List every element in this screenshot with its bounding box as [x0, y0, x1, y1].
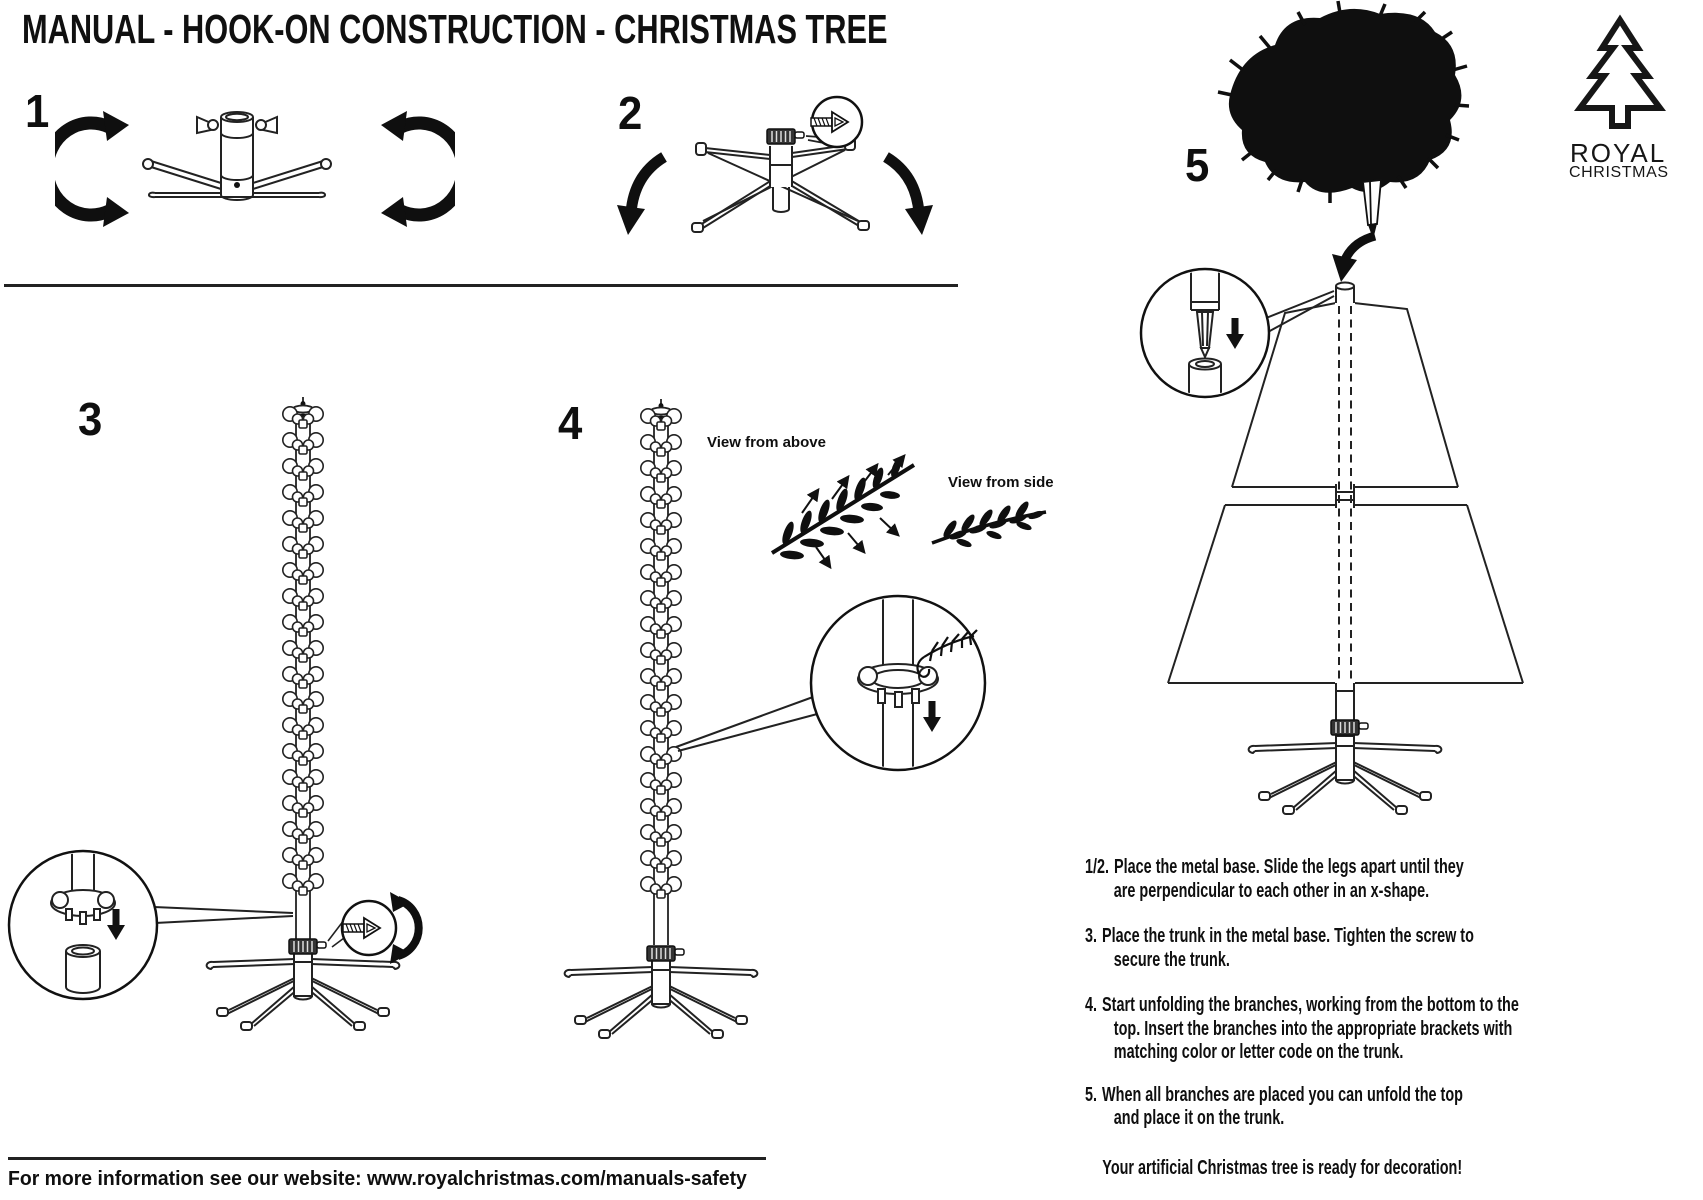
- page-title: MANUAL - HOOK-ON CONSTRUCTION - CHRISTMA…: [22, 6, 888, 52]
- screw-collar: [288, 938, 327, 955]
- section-divider: [4, 284, 958, 287]
- metal-base: [563, 959, 759, 1039]
- rotate-arrow-icon: [390, 892, 423, 964]
- instruction-text: matching color or letter code on the tru…: [1113, 1041, 1404, 1063]
- royal-christmas-tree-logo-icon: [1574, 14, 1666, 129]
- step2-diagram-unfolded-base: [617, 95, 933, 235]
- rotate-arrow-left-icon: [55, 111, 129, 227]
- instruction-text: secure the trunk.: [1113, 948, 1230, 971]
- step5-diagram-assembled-tree: [1139, 0, 1524, 815]
- step3-diagram-trunk-into-base: [7, 397, 423, 1031]
- callout-taper: [1265, 290, 1335, 333]
- metal-base: [205, 951, 401, 1031]
- instruction-text: Start unfolding the branches, working fr…: [1102, 994, 1519, 1016]
- tree-top-pin: [1362, 178, 1382, 240]
- instruction-text: top. Insert the branches into the approp…: [1113, 1017, 1513, 1040]
- instruction-number: 4.: [1085, 994, 1098, 1016]
- magnifier-screw-icon: [805, 95, 864, 149]
- step4-number: 4: [558, 397, 583, 449]
- down-arrow-left-icon: [617, 152, 668, 235]
- down-arrow-curved-icon: [1332, 231, 1377, 282]
- closing-line: Your artificial Christmas tree is ready …: [1102, 1156, 1463, 1179]
- down-arrow-right-icon: [882, 152, 933, 235]
- instruction-item-4: 4.Start unfolding the branches, working …: [1085, 994, 1546, 1065]
- screw-collar: [646, 945, 685, 962]
- instruction-text: When all branches are placed you can unf…: [1102, 1083, 1463, 1106]
- step1-diagram-folded-base: [55, 111, 455, 227]
- step3-number: 3: [78, 393, 103, 445]
- metal-base: [1247, 735, 1443, 815]
- branch-sprig: [916, 629, 978, 678]
- instruction-text: are perpendicular to each other in an x-…: [1113, 879, 1430, 902]
- instruction-number: 5.: [1085, 1083, 1098, 1106]
- tree-tiers: [1167, 281, 1524, 721]
- screw-collar: [766, 128, 805, 145]
- logo-brand-subname: CHRISTMAS: [1569, 164, 1669, 181]
- tree-top-photo: [1217, 0, 1470, 203]
- folded-base-drawing: [142, 111, 332, 201]
- instruction-item-12: 1/2.Place the metal base. Slide the legs…: [1085, 856, 1546, 903]
- step4-diagram-branches: [563, 399, 1047, 1039]
- instruction-text: and place it on the trunk.: [1113, 1107, 1285, 1129]
- magnifier-branch-insert-icon: [809, 594, 987, 772]
- instruction-text: Place the metal base. Slide the legs apa…: [1114, 856, 1464, 878]
- rotate-arrow-right-icon: [381, 111, 455, 227]
- instruction-text: Place the trunk in the metal base. Tight…: [1102, 925, 1474, 947]
- view-from-above-label: View from above: [707, 434, 826, 451]
- branch-view-above-drawing: [770, 454, 916, 570]
- instruction-number: 3.: [1085, 925, 1098, 947]
- footer-divider: [8, 1157, 766, 1160]
- instructions-list: 1/2.Place the metal base. Slide the legs…: [1085, 856, 1546, 1180]
- instruction-number: 1/2.: [1085, 856, 1110, 878]
- callout-taper: [675, 696, 822, 752]
- branch-view-side-drawing: [931, 501, 1047, 548]
- logo-brand-name: ROYAL: [1570, 138, 1667, 168]
- x-base-drawing: [691, 137, 870, 233]
- instruction-item-5: 5.When all branches are placed you can u…: [1085, 1084, 1546, 1131]
- view-from-side-label: View from side: [948, 474, 1054, 491]
- screw-collar: [1330, 719, 1369, 736]
- instruction-item-3: 3.Place the trunk in the metal base. Tig…: [1085, 925, 1546, 972]
- magnifier-screw-icon: [327, 899, 398, 957]
- footer-website-note: For more information see our website: ww…: [8, 1168, 747, 1190]
- step5-number: 5: [1185, 139, 1210, 191]
- magnifier-top-insert-icon: [1139, 267, 1271, 399]
- callout-taper: [153, 906, 294, 924]
- step1-number: 1: [25, 85, 50, 137]
- magnifier-trunk-insert-icon: [7, 849, 159, 1001]
- step2-number: 2: [618, 87, 643, 139]
